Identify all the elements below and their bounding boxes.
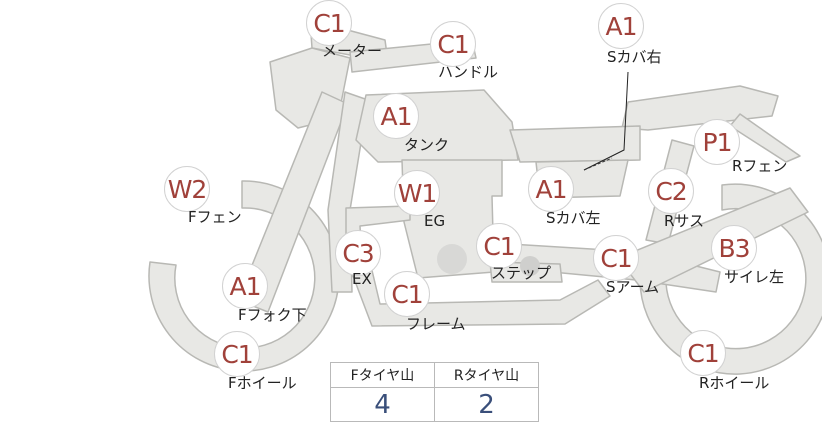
grade-badge: A1 (373, 93, 419, 139)
grade-badge: W1 (394, 170, 440, 216)
tire-tread-table: Fタイヤ山 4 Rタイヤ山 2 (330, 362, 539, 422)
grade-badge: B3 (711, 225, 757, 271)
part-label: Sアーム (606, 278, 660, 296)
rear-fender-shape (729, 113, 801, 163)
rear-tire-header: Rタイヤ山 (435, 363, 538, 388)
rear-tire-value: 2 (478, 389, 495, 420)
grade-badge: A1 (528, 166, 574, 212)
rear-wheel-shape (639, 183, 822, 375)
part-label: Sカバ左 (546, 209, 601, 227)
front-tire-value: 4 (374, 389, 391, 420)
grade-badge: C3 (335, 230, 381, 276)
part-label: フレーム (406, 315, 466, 333)
grade-badge: C1 (306, 0, 352, 46)
hub-marks (437, 244, 540, 276)
part-label: サイレ左 (724, 268, 785, 286)
part-label: Rホイール (699, 374, 770, 392)
part-label: Fフォク下 (238, 306, 307, 324)
grade-badge: C1 (680, 330, 726, 376)
front-tire-header: Fタイヤ山 (331, 363, 434, 388)
part-label: ステップ (491, 264, 552, 282)
part-label: タンク (404, 136, 450, 154)
callout-dash (583, 157, 613, 171)
grade-badge: C2 (648, 168, 694, 214)
part-label: Sカバ右 (607, 48, 662, 66)
callout-line (583, 71, 629, 171)
grade-badge: A1 (222, 263, 268, 309)
part-label: Fフェン (188, 208, 242, 226)
grade-badge: P1 (694, 119, 740, 165)
rear-tire-column: Rタイヤ山 2 (434, 363, 538, 421)
front-fork-shape (237, 91, 349, 313)
grade-badge: C1 (214, 331, 260, 377)
grade-badge: C1 (593, 235, 639, 281)
front-tire-column: Fタイヤ山 4 (331, 363, 434, 421)
part-label: EX (352, 270, 372, 288)
grade-badge: W2 (164, 166, 210, 212)
grade-badge: C1 (384, 271, 430, 317)
grade-badge: C1 (430, 21, 476, 67)
part-label: メーター (322, 42, 383, 60)
grade-badge: C1 (476, 223, 522, 269)
part-label: Fホイール (228, 374, 297, 392)
part-label: EG (424, 212, 446, 230)
part-label: ハンドル (438, 63, 499, 81)
part-label: Rフェン (732, 157, 788, 175)
grade-badge: A1 (598, 3, 644, 49)
part-label: Rサス (664, 212, 705, 230)
side-cover-shape (509, 125, 641, 163)
